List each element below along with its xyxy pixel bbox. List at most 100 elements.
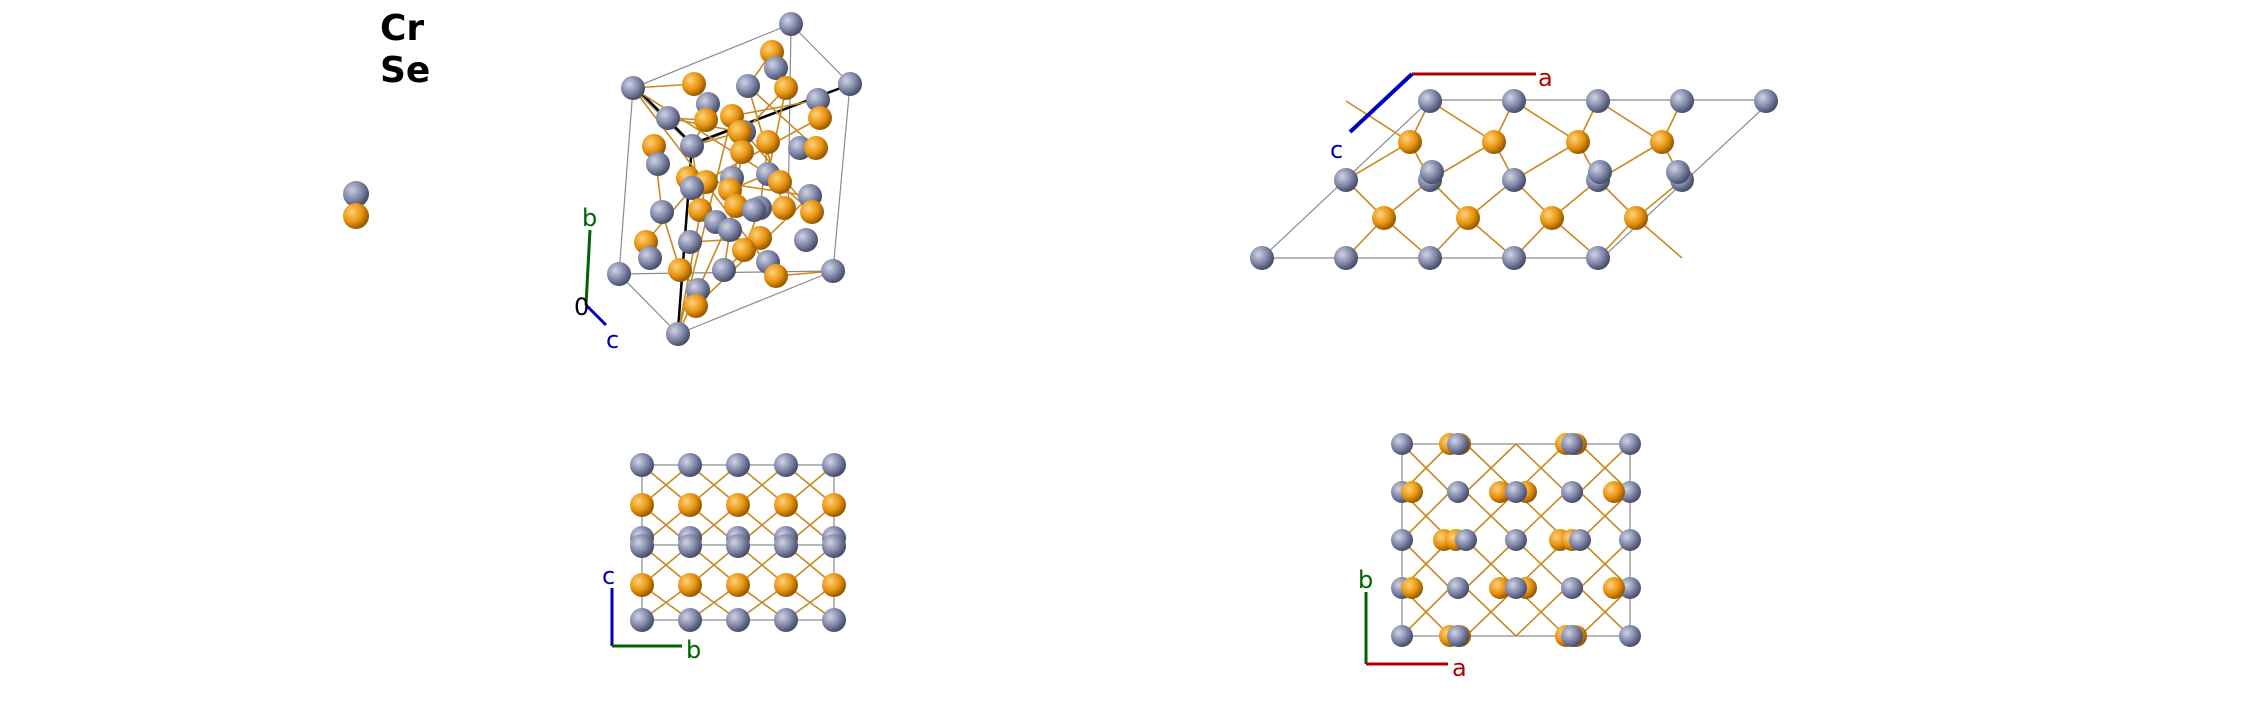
se-atom bbox=[1603, 481, 1625, 503]
cr-atom bbox=[621, 76, 645, 100]
se-atom bbox=[822, 493, 846, 517]
se-atom bbox=[684, 294, 708, 318]
cr-atom bbox=[1334, 246, 1358, 270]
cr-atom bbox=[1334, 168, 1358, 192]
cr-atom bbox=[712, 258, 736, 282]
cell-edge bbox=[677, 270, 834, 335]
se-atom bbox=[726, 493, 750, 517]
cr-atom bbox=[1447, 433, 1469, 455]
cr-atom bbox=[1586, 246, 1610, 270]
cr-atom bbox=[1561, 625, 1583, 647]
bond bbox=[1401, 491, 1451, 541]
cr-atom bbox=[726, 534, 750, 558]
bond bbox=[1579, 587, 1631, 637]
cr-atom bbox=[774, 608, 798, 632]
cr-atom bbox=[1588, 160, 1612, 184]
cr-atom bbox=[678, 230, 702, 254]
bond bbox=[1345, 100, 1411, 143]
cr-atom bbox=[1670, 89, 1694, 113]
cr-atom bbox=[1619, 481, 1641, 503]
se-atom bbox=[730, 140, 754, 164]
se-atom bbox=[682, 72, 706, 96]
cr-atom bbox=[630, 534, 654, 558]
bond bbox=[1513, 141, 1579, 181]
cr-atom bbox=[1502, 246, 1526, 270]
se-atom bbox=[1566, 130, 1590, 154]
se-atom bbox=[764, 264, 788, 288]
legend-label-cr: Cr bbox=[380, 8, 425, 49]
legend-swatch-cr bbox=[343, 181, 369, 207]
se-atom bbox=[1401, 577, 1423, 599]
bond bbox=[1465, 539, 1517, 589]
cr-atom bbox=[1505, 481, 1527, 503]
cr-atom bbox=[1505, 577, 1527, 599]
se-atom bbox=[774, 573, 798, 597]
cr-atom bbox=[1391, 433, 1413, 455]
cr-atom bbox=[774, 534, 798, 558]
cr-atom bbox=[838, 72, 862, 96]
cr-atom bbox=[630, 608, 654, 632]
cr-atom bbox=[1561, 481, 1583, 503]
se-atom bbox=[668, 258, 692, 282]
cr-atom bbox=[680, 176, 704, 200]
se-atom bbox=[822, 573, 846, 597]
cr-atom bbox=[1502, 168, 1526, 192]
cr-atom bbox=[1418, 89, 1442, 113]
cr-atom bbox=[1418, 246, 1442, 270]
cr-atom bbox=[1502, 89, 1526, 113]
legend-label-se: Se bbox=[380, 50, 431, 91]
cr-atom bbox=[822, 453, 846, 477]
se-atom bbox=[1489, 577, 1511, 599]
bottom-left-axes: c b bbox=[602, 562, 701, 664]
cr-atom bbox=[822, 534, 846, 558]
se-atom bbox=[726, 573, 750, 597]
cr-atom bbox=[718, 218, 742, 242]
cr-atom bbox=[1619, 625, 1641, 647]
se-atom bbox=[1540, 206, 1564, 230]
bond bbox=[1515, 587, 1567, 637]
se-atom bbox=[800, 200, 824, 224]
cr-atom bbox=[736, 74, 760, 98]
bond bbox=[1513, 100, 1579, 143]
axis-c-line bbox=[584, 303, 608, 327]
cr-atom bbox=[822, 608, 846, 632]
cr-atom bbox=[680, 134, 704, 158]
bond bbox=[1465, 491, 1517, 541]
axis-a-label: a bbox=[1452, 654, 1467, 682]
axis-b-label: b bbox=[686, 636, 701, 664]
se-atom bbox=[1489, 481, 1511, 503]
se-atom bbox=[1372, 206, 1396, 230]
cell-edge bbox=[790, 23, 851, 85]
axis-c-label: c bbox=[602, 562, 615, 590]
bottom-left-view: c b bbox=[602, 453, 846, 664]
se-atom bbox=[694, 108, 718, 132]
perspective-axes: b c 0 bbox=[574, 204, 619, 354]
perspective-view: b c 0 bbox=[574, 12, 862, 354]
cr-atom bbox=[678, 453, 702, 477]
bond bbox=[1515, 491, 1567, 541]
axis-b-label: b bbox=[1358, 566, 1373, 594]
cr-atom bbox=[774, 453, 798, 477]
axis-a-label: a bbox=[1538, 64, 1553, 92]
bond bbox=[1579, 539, 1631, 589]
se-atom bbox=[768, 170, 792, 194]
axis-b-line bbox=[584, 229, 592, 306]
axis-c-label: c bbox=[1330, 136, 1343, 164]
cr-atom bbox=[1391, 529, 1413, 551]
cr-atom bbox=[1586, 89, 1610, 113]
cr-atom bbox=[1666, 160, 1690, 184]
se-atom bbox=[1482, 130, 1506, 154]
se-atom bbox=[642, 134, 666, 158]
bond bbox=[1465, 587, 1517, 637]
cr-atom bbox=[1447, 481, 1469, 503]
bond bbox=[731, 99, 819, 117]
top-right-atoms bbox=[1250, 89, 1778, 270]
se-atom bbox=[1650, 130, 1674, 154]
se-atom bbox=[1603, 577, 1625, 599]
cr-atom bbox=[1561, 577, 1583, 599]
cr-atom bbox=[1447, 577, 1469, 599]
axis-b-label: b bbox=[582, 204, 597, 232]
bottom-right-axes: b a bbox=[1358, 566, 1467, 682]
cr-atom bbox=[1619, 577, 1641, 599]
se-atom bbox=[772, 196, 796, 220]
